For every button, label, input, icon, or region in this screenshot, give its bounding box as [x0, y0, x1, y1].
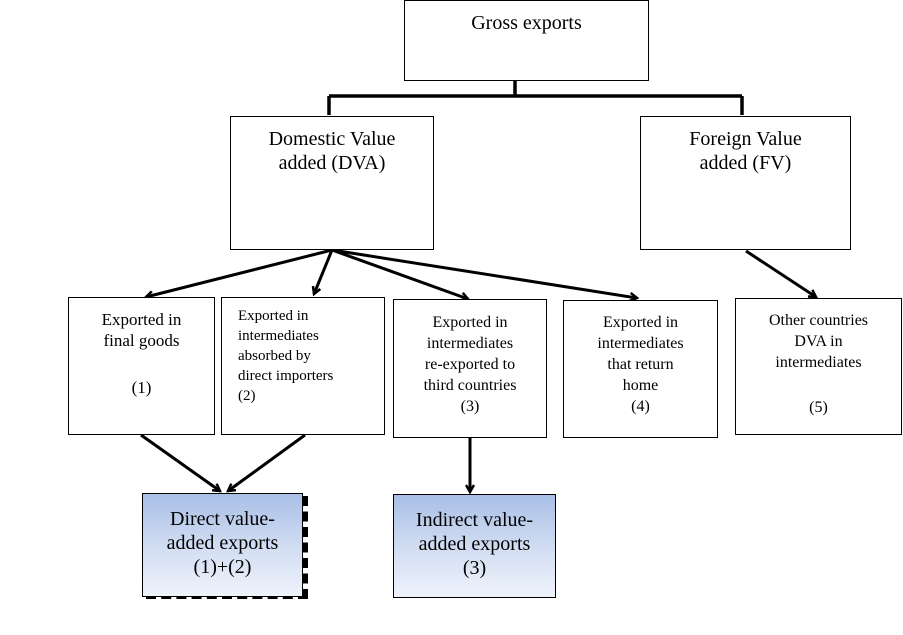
cat1-line-2: final goods — [103, 331, 180, 350]
cat4-line-4: home — [622, 377, 659, 394]
direct-line-1: Direct value- — [170, 508, 275, 530]
arrow-fv-to-cat5 — [745, 249, 816, 297]
direct-line-2: added exports — [166, 532, 279, 554]
direct-exports-box: Direct value- added exports (1)+(2) — [142, 493, 303, 597]
cat4-line-2: intermediates — [597, 335, 684, 352]
fv-box: Foreign Value added (FV) — [640, 116, 851, 250]
arrow-cat2-to-direct — [228, 433, 306, 491]
cat3-number: (3) — [460, 398, 480, 415]
indirect-line-2: added exports — [418, 533, 531, 555]
category-final-goods-box: Exported in final goods (1) — [68, 297, 215, 435]
gross-bracket — [327, 80, 744, 115]
arrow-dva-to-cat4 — [331, 248, 637, 298]
arrow-dva-to-cat3 — [331, 248, 468, 299]
category-return-home-box: Exported in intermediates that return ho… — [563, 300, 718, 438]
arrow-dva-to-cat1 — [146, 248, 333, 297]
cat2-line-2: intermediates — [238, 328, 319, 344]
cat2-line-1: Exported in — [238, 308, 309, 324]
cat5-number: (5) — [809, 399, 828, 416]
cat1-line-1: Exported in — [101, 310, 182, 329]
dva-line-2: added (DVA) — [278, 152, 386, 174]
cat3-line-4: third countries — [423, 377, 517, 394]
category-direct-importers-box: Exported in intermediates absorbed by di… — [221, 297, 385, 435]
cat2-number: (2) — [238, 388, 256, 404]
cat4-line-1: Exported in — [602, 314, 679, 331]
cat5-line-1: Other countries — [768, 312, 869, 329]
arrow-cat1-to-direct — [140, 433, 220, 491]
cat3-line-1: Exported in — [432, 314, 508, 331]
indirect-exports-box: Indirect value- added exports (3) — [393, 494, 556, 598]
cat2-line-3: absorbed by — [238, 348, 311, 364]
cat3-line-2: intermediates — [426, 335, 514, 352]
gross-exports-box: Gross exports — [404, 0, 649, 81]
cat3-line-3: re-exported to — [424, 356, 516, 373]
fv-line-1: Foreign Value — [689, 128, 802, 150]
cat4-line-3: that return — [607, 356, 674, 373]
cat1-number: (1) — [131, 378, 152, 397]
dva-line-1: Domestic Value — [268, 128, 396, 150]
fv-line-2: added (FV) — [699, 152, 792, 174]
cat2-line-4: direct importers — [238, 368, 334, 384]
dva-box: Domestic Value added (DVA) — [230, 116, 434, 250]
cat5-line-2: DVA in — [794, 333, 843, 350]
direct-line-3: (1)+(2) — [193, 556, 252, 578]
indirect-line-1: Indirect value- — [415, 509, 534, 531]
indirect-line-3: (3) — [462, 557, 487, 579]
cat4-number: (4) — [631, 398, 650, 415]
category-re-exported-box: Exported in intermediates re-exported to… — [393, 299, 547, 438]
arrow-dva-to-cat2 — [314, 249, 334, 294]
category-other-countries-box: Other countries DVA in intermediates (5) — [735, 298, 902, 435]
gross-exports-label: Gross exports — [471, 12, 582, 34]
cat5-line-3: intermediates — [775, 354, 862, 371]
